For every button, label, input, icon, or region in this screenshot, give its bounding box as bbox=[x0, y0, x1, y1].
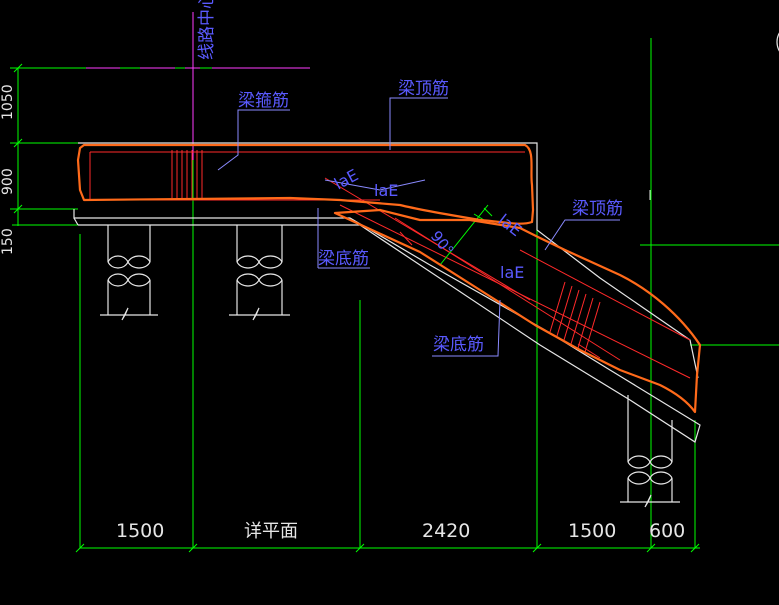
dim-left-middle: 900 bbox=[0, 168, 16, 195]
dim-left-bottom: 150 bbox=[0, 228, 16, 255]
center-line bbox=[86, 12, 310, 160]
label-beam-bottom-bar-1: 梁底筋 bbox=[318, 249, 369, 269]
label-beam-stirrup: 梁箍筋 bbox=[238, 91, 289, 111]
dim-detail-plan: 详平面 bbox=[244, 521, 298, 542]
dim-1500-right: 1500 bbox=[568, 520, 616, 542]
axis-title: 线路中心线 bbox=[197, 0, 217, 60]
leader-lines bbox=[217, 97, 620, 357]
stirrups-left bbox=[171, 150, 203, 198]
dim-2420: 2420 bbox=[422, 520, 470, 542]
angle-marker bbox=[439, 204, 493, 266]
label-beam-top-bar-1: 梁顶筋 bbox=[398, 79, 449, 99]
partial-circle bbox=[776, 32, 779, 52]
label-lae-4: laE bbox=[500, 263, 524, 282]
beam-outline bbox=[73, 142, 701, 443]
dim-left-top: 1050 bbox=[0, 84, 16, 120]
dim-600: 600 bbox=[649, 520, 685, 542]
annotation-labels: 线路中心线 梁箍筋 梁顶筋 梁顶筋 梁底筋 梁底筋 laE laE laE la… bbox=[197, 0, 623, 355]
label-lae-3: laE bbox=[495, 210, 526, 240]
orange-markup bbox=[76, 143, 702, 414]
stirrups-right bbox=[549, 281, 601, 353]
dimension-labels: 1500 详平面 2420 1500 600 1050 900 150 bbox=[0, 84, 685, 542]
label-beam-bottom-bar-2: 梁底筋 bbox=[433, 335, 484, 355]
piles bbox=[100, 225, 680, 508]
label-lae-1: laE bbox=[331, 165, 361, 193]
label-beam-top-bar-2: 梁顶筋 bbox=[572, 199, 623, 219]
dimension-ticks bbox=[13, 63, 700, 553]
dim-1500-left: 1500 bbox=[116, 520, 164, 542]
label-lae-2: laE bbox=[374, 181, 398, 200]
